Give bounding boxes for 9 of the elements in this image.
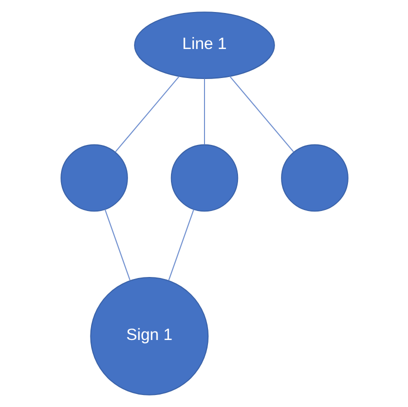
connector [228, 76, 294, 152]
node-circle [280, 144, 348, 212]
node-circle: Sign 1 [90, 277, 208, 396]
node-circle [60, 144, 128, 212]
node-circle [170, 144, 238, 212]
connector [114, 76, 180, 152]
connector [168, 209, 194, 281]
connector [104, 209, 130, 281]
node-ellipse: Line 1 [134, 12, 274, 79]
